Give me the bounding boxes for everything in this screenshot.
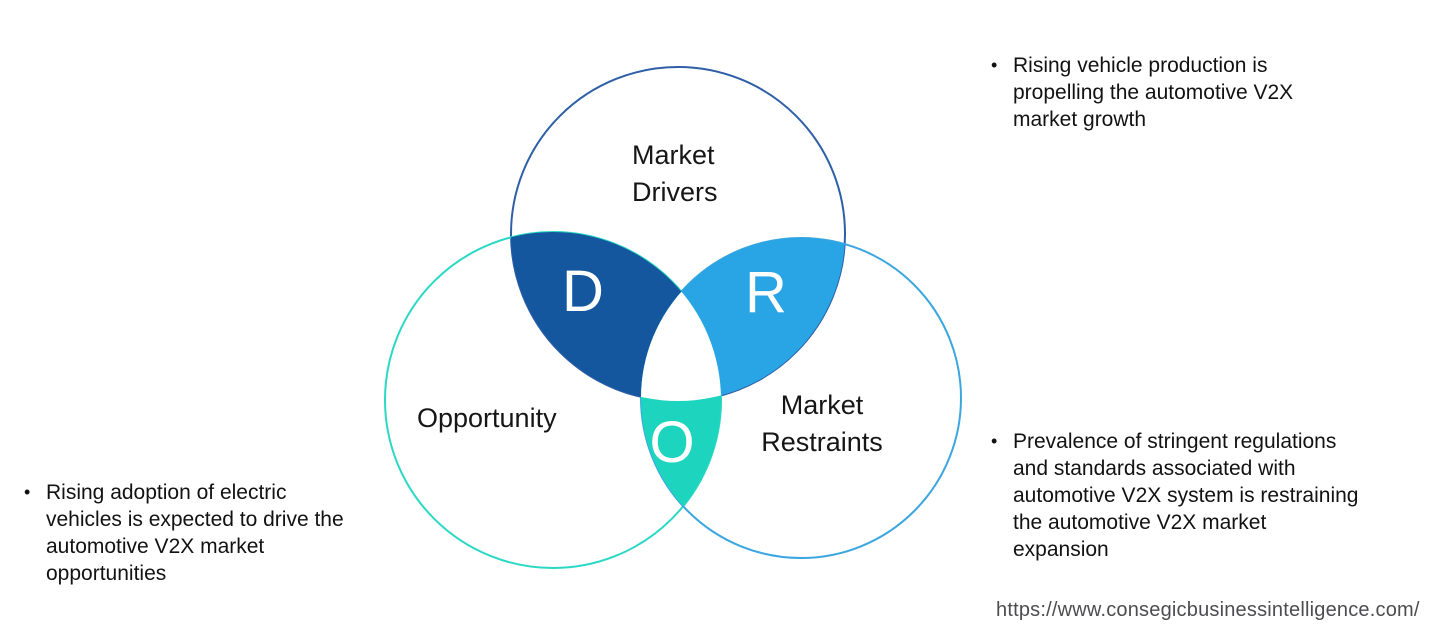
bullet-marker: •: [991, 55, 998, 75]
drivers-circle-label: Market Drivers: [632, 140, 718, 207]
opportunity-bullet-text: Rising adoption of electric vehicles is …: [46, 481, 344, 585]
drivers-bullet-text: Rising vehicle production is propelling …: [1013, 54, 1294, 131]
opportunity-circle-label: Opportunity: [417, 403, 557, 433]
opportunity-bullet: • Rising adoption of electric vehicles i…: [24, 479, 419, 587]
bullet-marker: •: [991, 431, 998, 451]
restraints-bullet: • Prevalence of stringent regulations an…: [991, 428, 1436, 563]
drivers-bullet: • Rising vehicle production is propellin…: [991, 52, 1361, 133]
restraints-letter: R: [745, 260, 787, 325]
restraints-circle-label: Market Restraints: [761, 390, 883, 457]
opportunity-letter: O: [649, 410, 694, 475]
drivers-letter: D: [562, 259, 604, 324]
source-url: https://www.consegicbusinessintelligence…: [996, 599, 1420, 621]
bullet-marker: •: [24, 482, 31, 502]
restraints-overlap-region: [641, 238, 845, 401]
restraints-bullet-text: Prevalence of stringent regulations and …: [1013, 430, 1359, 561]
